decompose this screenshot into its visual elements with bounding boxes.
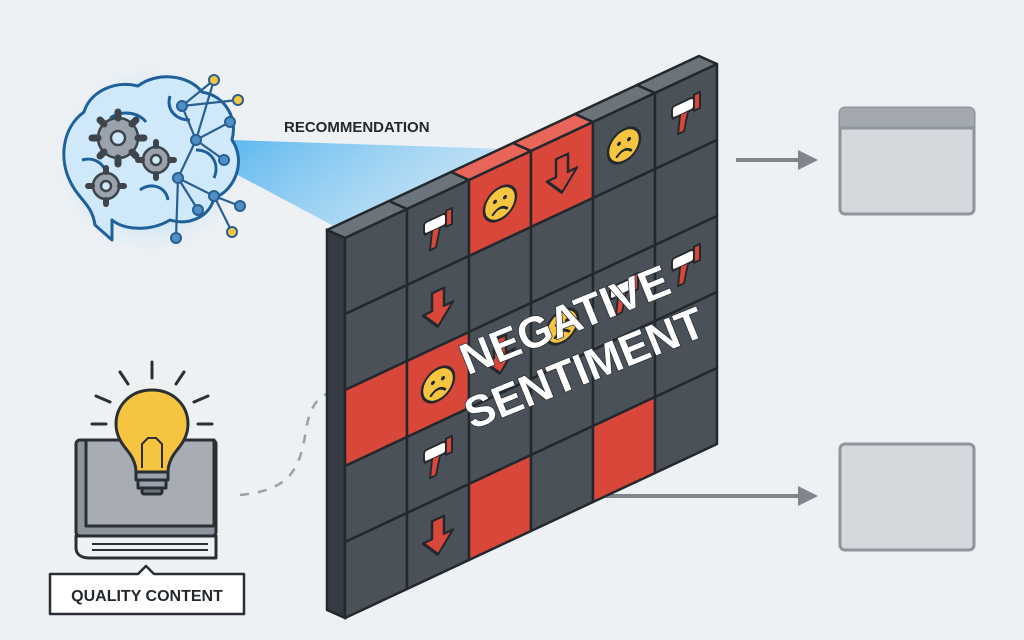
down-arrow-icon <box>421 514 455 556</box>
sad-face-icon <box>420 365 456 404</box>
down-arrow-icon <box>483 333 517 375</box>
quality-content: QUALITY CONTENT <box>48 360 331 616</box>
sad-face-icon <box>544 307 580 346</box>
dashed-connector <box>239 390 331 497</box>
lightbulb-icon <box>114 388 190 496</box>
wall-block <box>653 366 719 475</box>
gear-icon <box>85 165 127 207</box>
negative-sentiment-wall <box>325 54 719 620</box>
wall-side-face <box>325 228 347 620</box>
down-arrow-icon <box>545 152 579 194</box>
gear-icon <box>88 108 148 168</box>
network-nodes <box>170 74 246 244</box>
output-top <box>736 106 976 216</box>
recommendation-label: RECOMMENDATION <box>284 119 430 136</box>
light-rays <box>90 360 214 426</box>
sad-face-icon <box>482 184 518 223</box>
recommendation-beam <box>232 140 535 232</box>
recommendation-engine: RECOMMENDATION <box>45 55 535 265</box>
thumbs-down-icon <box>423 206 453 252</box>
sad-face-icon <box>606 126 642 165</box>
down-arrow-icon <box>421 286 455 328</box>
output-bottom <box>550 442 976 552</box>
thumbs-down-icon <box>423 434 453 480</box>
right-arrow-icon <box>736 150 818 170</box>
window-icon <box>838 106 976 216</box>
thumbs-down-icon <box>609 271 639 317</box>
quality-content-label: QUALITY CONTENT <box>71 588 223 605</box>
thumbs-down-icon <box>671 90 701 136</box>
gear-icon <box>135 139 177 181</box>
network-icon <box>174 79 241 239</box>
window-icon <box>838 442 976 552</box>
quality-content-callout: QUALITY CONTENT <box>48 564 246 616</box>
thumbs-down-icon <box>671 242 701 288</box>
